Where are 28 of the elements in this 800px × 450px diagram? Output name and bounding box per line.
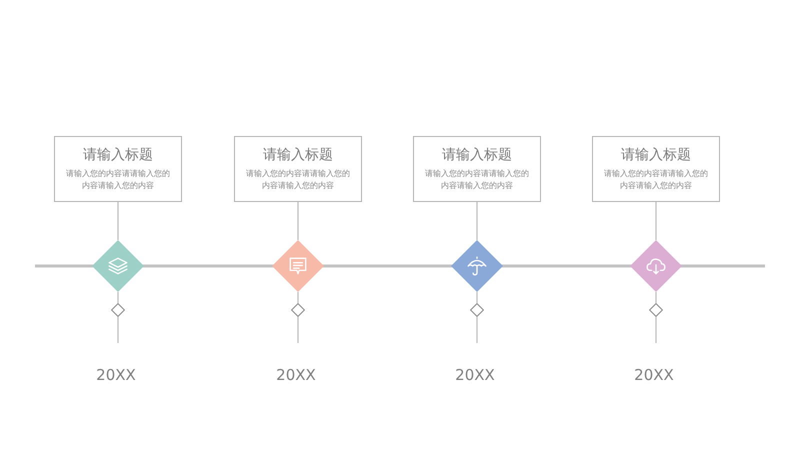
- connector-line: [476, 317, 478, 343]
- box-body-text: 请输入您的内容请请输入您的内容请输入您的内容: [65, 168, 171, 192]
- box-body-text: 请输入您的内容请请输入您的内容请输入您的内容: [245, 168, 351, 192]
- text-box: [413, 136, 541, 202]
- box-body-text: 请输入您的内容请请输入您的内容请输入您的内容: [603, 168, 709, 192]
- connector-line: [655, 317, 657, 343]
- connector-line: [655, 202, 657, 240]
- box-title: 请输入标题: [620, 146, 692, 164]
- text-box: [234, 136, 362, 202]
- year-label: 20XX: [454, 366, 496, 384]
- connector-line: [655, 292, 657, 303]
- box-body-text: 请输入您的内容请请输入您的内容请输入您的内容: [424, 168, 530, 192]
- text-box: [54, 136, 182, 202]
- connector-line: [117, 292, 119, 303]
- year-label: 20XX: [95, 366, 137, 384]
- connector-line: [476, 202, 478, 240]
- connector-line: [117, 317, 119, 343]
- box-title: 请输入标题: [82, 146, 154, 164]
- box-title: 请输入标题: [441, 146, 513, 164]
- box-title: 请输入标题: [262, 146, 334, 164]
- year-label: 20XX: [275, 366, 317, 384]
- connector-line: [476, 292, 478, 303]
- text-box: [592, 136, 720, 202]
- year-label: 20XX: [633, 366, 675, 384]
- connector-line: [117, 202, 119, 240]
- connector-line: [297, 317, 299, 343]
- connector-line: [297, 292, 299, 303]
- connector-line: [297, 202, 299, 240]
